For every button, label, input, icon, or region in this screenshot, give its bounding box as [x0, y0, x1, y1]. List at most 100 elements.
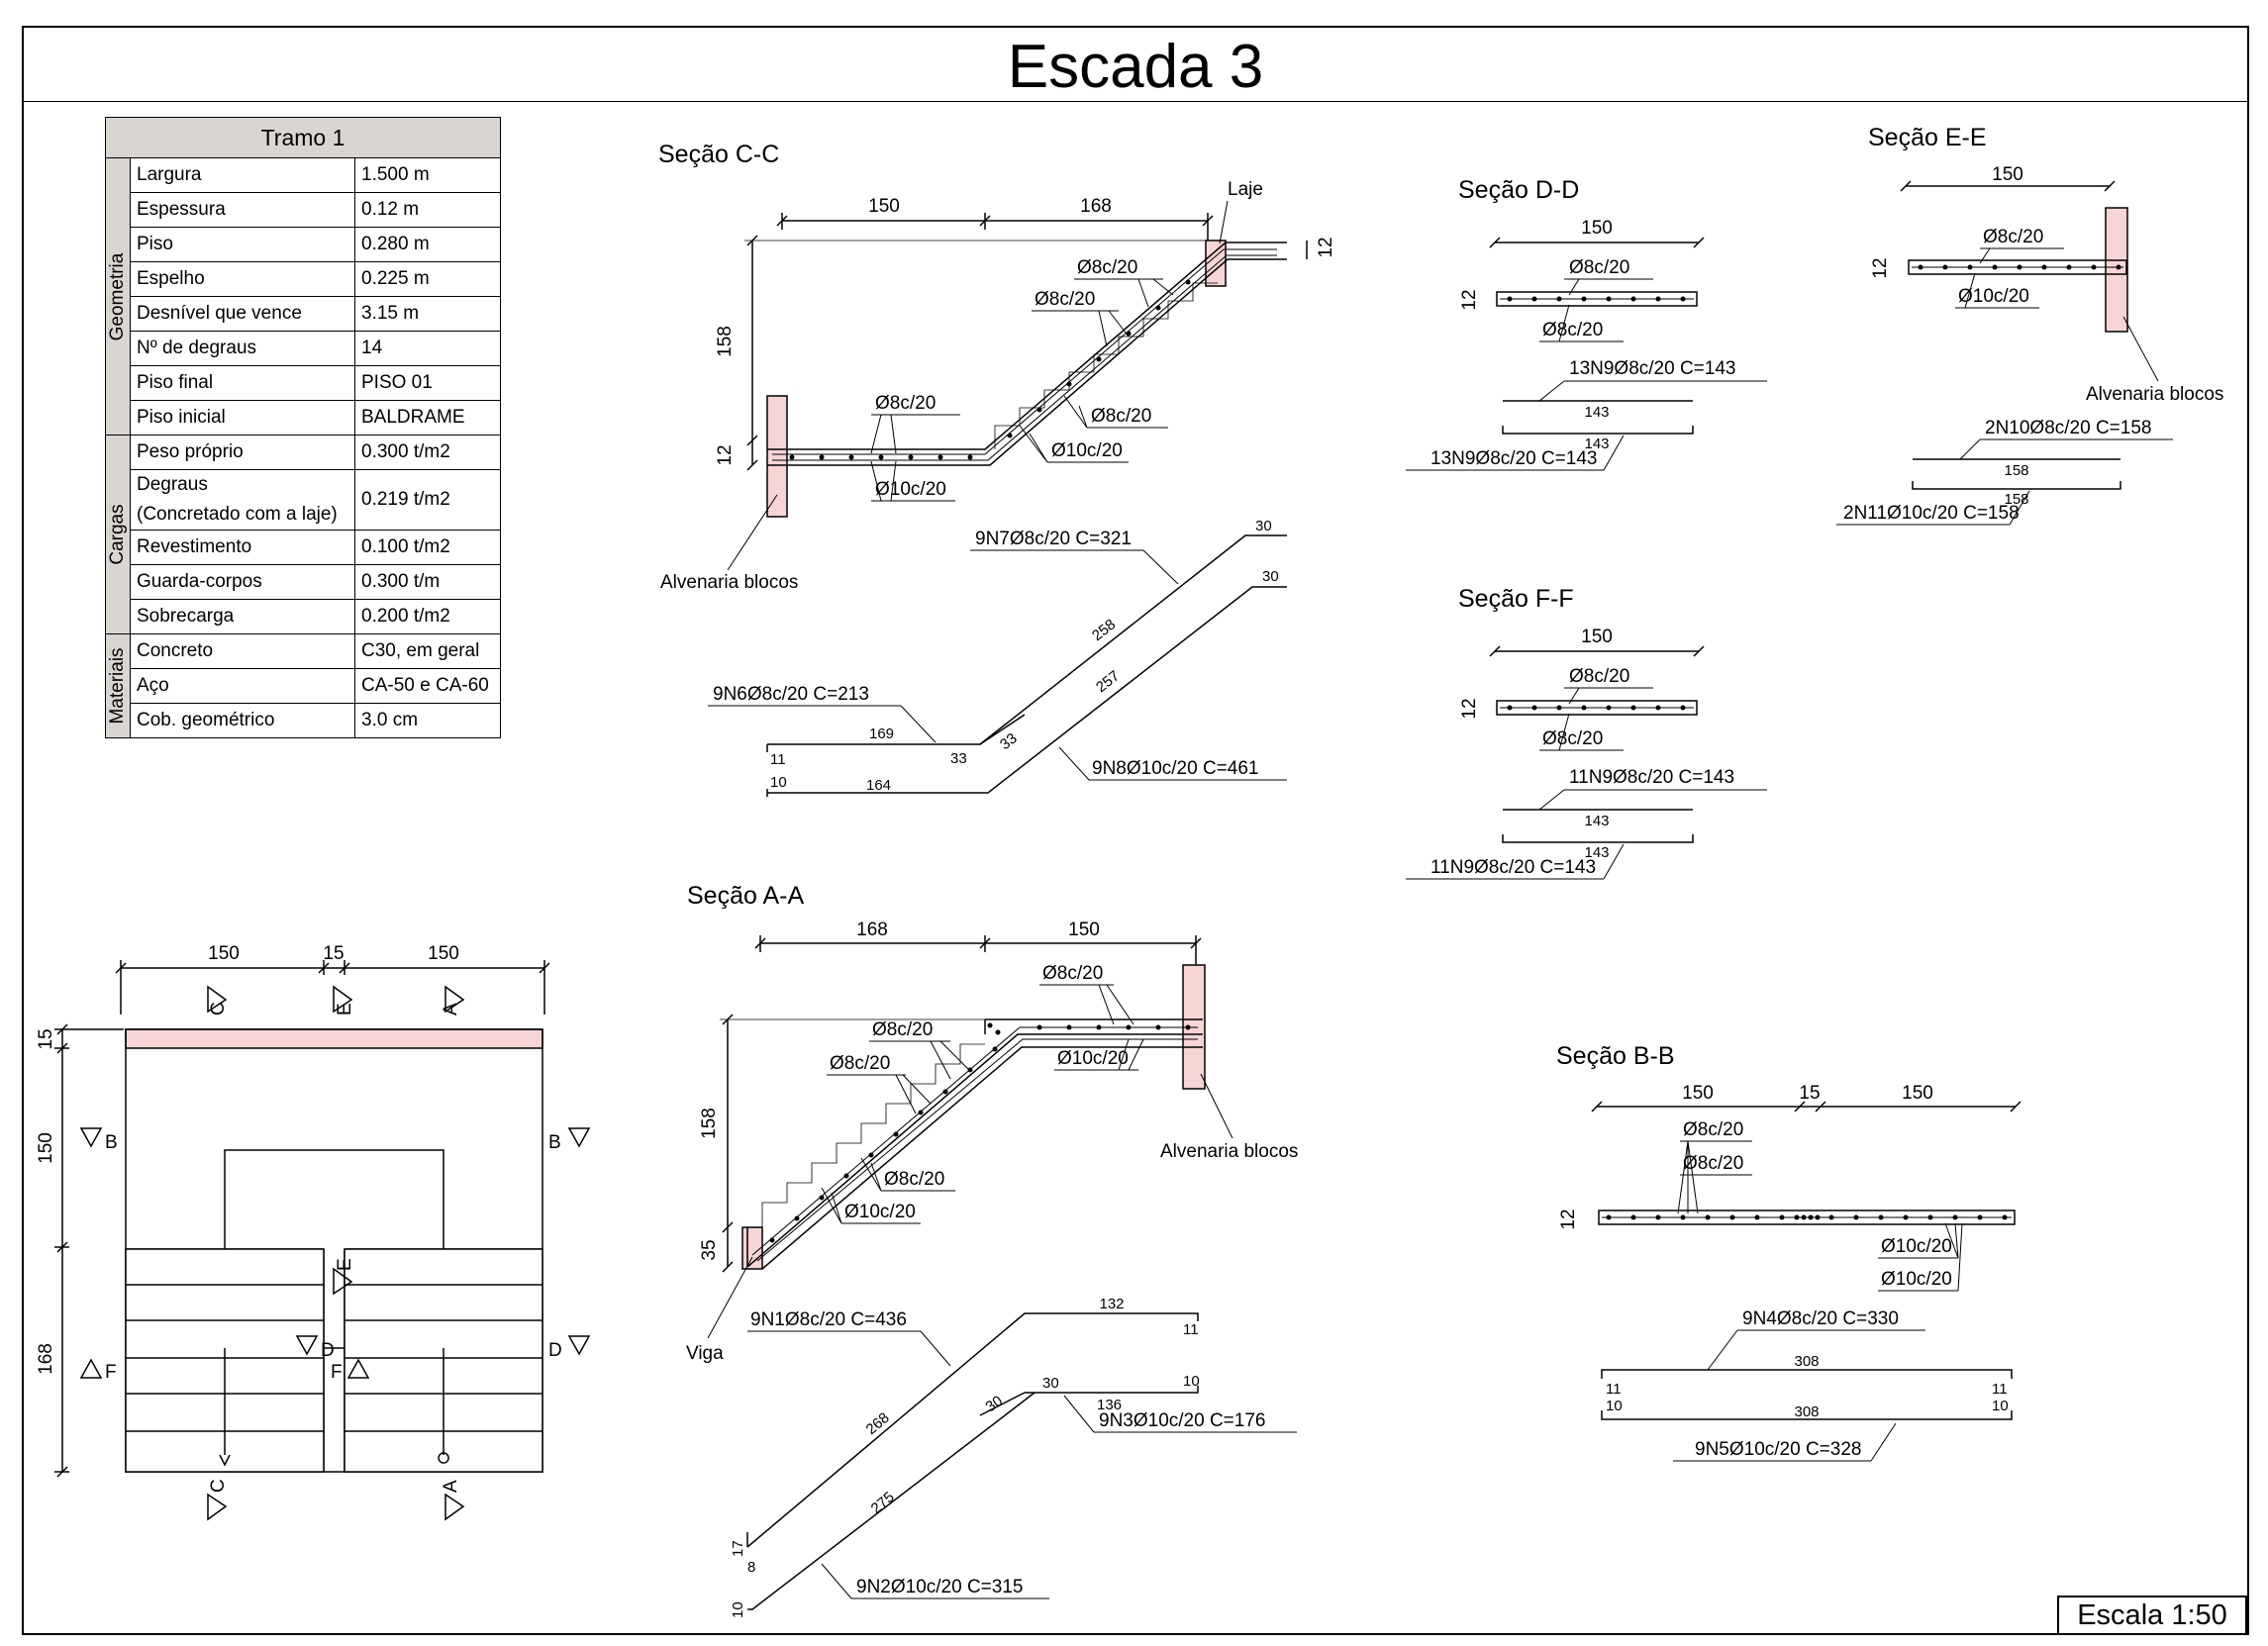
- section-marker-icon: [207, 985, 228, 1014]
- bar-dim: 8: [747, 1559, 755, 1576]
- rebar-dots: [789, 279, 1191, 460]
- rebar-label: Ø8c/20: [1091, 406, 1151, 427]
- table-value: 0.225 m: [354, 261, 501, 297]
- cut-label: F: [105, 1362, 117, 1383]
- bar-dim: 11: [1992, 1381, 2008, 1398]
- table-header: Tramo 1: [105, 117, 501, 158]
- bar-dim: 17: [730, 1540, 746, 1557]
- table-value: BALDRAME: [354, 400, 501, 436]
- section-marker-icon: [567, 1127, 591, 1148]
- leader-line: [900, 705, 937, 743]
- title-bar: Escada 3: [22, 26, 2249, 102]
- callout-label: Alvenaria blocos: [660, 572, 798, 593]
- bar-label: 11N9Ø8c/20 C=143: [1569, 767, 1734, 788]
- table-value: 0.200 t/m2: [354, 599, 501, 634]
- bar-shape: [766, 586, 1287, 797]
- section-marker-icon: [567, 1335, 591, 1356]
- bar-dim: 143: [1584, 404, 1609, 421]
- slab-outline: [746, 1018, 1203, 1270]
- leader-line: [1058, 746, 1090, 781]
- rebar-label: Ø8c/20: [1569, 666, 1629, 687]
- bar-dim: 11: [770, 751, 786, 768]
- table-key: Desnível que vence: [130, 296, 355, 332]
- bar-dim: 164: [866, 777, 891, 794]
- rebar-label: Ø10c/20: [1057, 1048, 1129, 1069]
- bar-label: 11N9Ø8c/20 C=143: [1430, 857, 1596, 878]
- bar-shape: [1502, 834, 1694, 843]
- bar-label: 9N7Ø8c/20 C=321: [975, 529, 1132, 549]
- dim-label: 15: [36, 1028, 56, 1049]
- leader-line: [1200, 1073, 1233, 1139]
- wall-hatch: [125, 1028, 543, 1049]
- bar-label: 9N3Ø10c/20 C=176: [1099, 1410, 1265, 1431]
- section-title: Seção B-B: [1556, 1042, 1675, 1070]
- bar-dim: 308: [1794, 1353, 1819, 1370]
- leader-line: [821, 1187, 842, 1224]
- dim-label: 12: [715, 444, 736, 465]
- dim-label: 158: [699, 1108, 720, 1139]
- steps: [761, 1043, 985, 1227]
- tick-marks: [1591, 1101, 2021, 1113]
- rebar-label: Ø8c/20: [1035, 289, 1095, 310]
- rebar-lines: [751, 1026, 1198, 1262]
- rebar-label: Ø10c/20: [1958, 286, 2029, 307]
- bar-dim: 143: [1584, 436, 1609, 452]
- leader-line: [1707, 1329, 1738, 1371]
- table-value: CA-50 e CA-60: [354, 668, 501, 704]
- bar-dim: 10: [1992, 1398, 2009, 1414]
- dim-label: 150: [1682, 1083, 1714, 1104]
- rebar-label: Ø8c/20: [875, 393, 936, 414]
- bar-dim: 30: [1262, 568, 1279, 585]
- cut-label: C: [208, 1479, 229, 1493]
- rebar-label: Ø8c/20: [1077, 257, 1137, 278]
- table-value: 3.0 cm: [354, 703, 501, 738]
- bar-shape: [767, 714, 1026, 745]
- rebar-label: Ø10c/20: [844, 1202, 916, 1222]
- dim-label: 12: [1459, 289, 1480, 310]
- dim-label: 150: [1581, 218, 1613, 239]
- rebar-label: Ø8c/20: [1542, 728, 1603, 749]
- bar-dim: 268: [863, 1409, 893, 1438]
- bar-label: 9N1Ø8c/20 C=436: [750, 1309, 907, 1330]
- leader-line: [1098, 310, 1130, 347]
- slab-section: [1496, 700, 1698, 716]
- dim-label: 150: [208, 943, 240, 964]
- callout-label: Viga: [686, 1343, 724, 1364]
- bar-dim: 10: [1606, 1398, 1623, 1414]
- bar-dim: 169: [869, 726, 894, 742]
- dim-label: 15: [1799, 1083, 1820, 1104]
- table-key: Peso próprio: [130, 435, 355, 470]
- leader-line: [1538, 380, 1565, 402]
- dim-label: 150: [36, 1132, 56, 1164]
- callout-label: Laje: [1228, 179, 1263, 200]
- tick-marks: [115, 962, 550, 974]
- section-marker-icon: [79, 1358, 103, 1379]
- bar-dim: 136: [1097, 1397, 1122, 1413]
- bar-label: 9N8Ø10c/20 C=461: [1092, 758, 1258, 779]
- table-key: Aço: [130, 668, 355, 704]
- table-key: Sobrecarga: [130, 599, 355, 634]
- dim-label: 12: [1870, 257, 1891, 278]
- dim-label: 158: [715, 326, 736, 357]
- leader-line: [727, 494, 778, 571]
- dim-label: 12: [1316, 237, 1336, 257]
- plan-view: 150 15 150 15 150 168 C: [36, 943, 591, 1521]
- dim-label: 150: [1902, 1083, 1933, 1104]
- rebar-label: Ø8c/20: [1542, 320, 1603, 340]
- table-key: Degraus(Concretado com a laje): [130, 469, 355, 531]
- rebar-label: Ø10c/20: [1881, 1236, 1952, 1257]
- slab-section: [1598, 1210, 2016, 1225]
- bar-shape: [979, 1386, 1199, 1416]
- bar-dim: 258: [1089, 616, 1119, 644]
- cut-label: B: [548, 1132, 561, 1153]
- section-dd: Seção D-D 150 12 Ø8c/20 Ø8c/20 13N9Ø8c/2…: [1406, 176, 1767, 471]
- slab-section: [1496, 291, 1698, 307]
- section-marker-icon: [346, 1358, 370, 1379]
- tick-marks: [1900, 180, 2116, 192]
- dim-label: 150: [1581, 627, 1613, 647]
- tramo-table: Tramo 1 Geometria Largura 1.500 m Espess…: [105, 117, 501, 738]
- leader-line: [1964, 272, 1976, 309]
- cut-label: C: [208, 1002, 229, 1016]
- dim-label: 168: [1080, 196, 1112, 217]
